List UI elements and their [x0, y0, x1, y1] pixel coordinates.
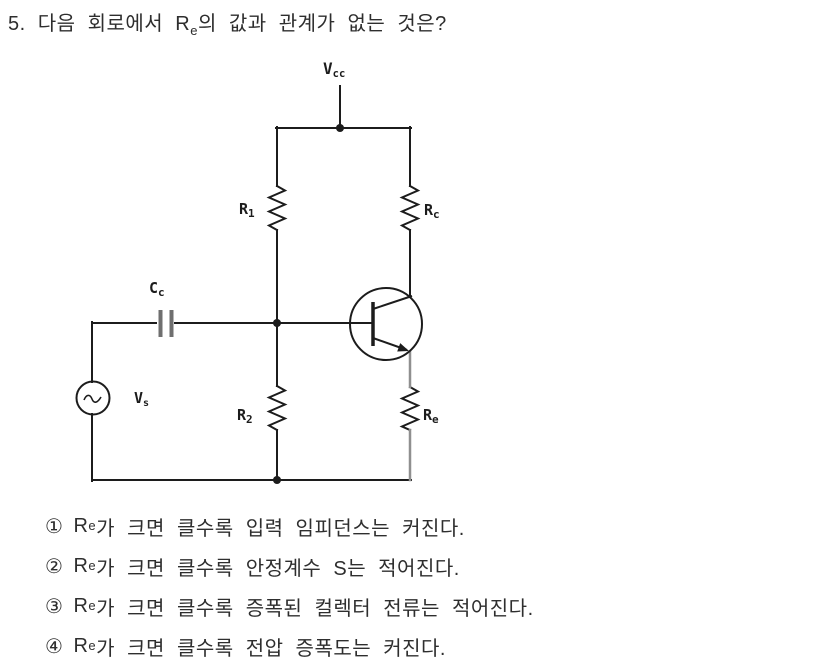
question-title: 5. 다음 회로에서 Re의 값과 관계가 없는 것은?	[8, 7, 447, 38]
transistor-collector-line	[372, 295, 413, 310]
option-2-number: ②	[45, 555, 64, 578]
resistor-r1	[266, 184, 288, 232]
emitter-arrow-icon	[397, 343, 409, 352]
circuit-labels: Vcc R1 Rc Cc Vs R2 Re	[134, 59, 440, 426]
label-vcc: Vcc	[323, 59, 345, 80]
question-title-post: 의 값과 관계가 없는 것은?	[197, 13, 447, 35]
question-title-pre: 5. 다음 회로에서 R	[8, 13, 191, 35]
source-circle	[75, 380, 111, 416]
question-title-sub: e	[190, 23, 198, 38]
resistor-rc	[399, 184, 421, 232]
label-r1: R1	[239, 200, 255, 220]
label-cc: Cc	[149, 279, 165, 299]
option-2-symbol: R	[73, 554, 89, 577]
option-3-symbol: R	[73, 594, 89, 617]
option-4-number: ④	[45, 635, 64, 658]
junction-dot-ground	[273, 476, 281, 484]
resistor-r2	[266, 384, 288, 432]
source-vs	[75, 380, 111, 416]
sine-wave-icon	[83, 394, 102, 403]
resistor-re	[399, 385, 421, 432]
label-re: Re	[423, 406, 439, 426]
junction-dot-base	[273, 319, 281, 327]
option-3-number: ③	[45, 595, 64, 618]
option-1-number: ①	[45, 515, 64, 538]
option-4-text: 가 크면 클수록 전압 증폭도는 커진다.	[96, 637, 446, 660]
transistor-circle	[349, 287, 423, 361]
label-vs: Vs	[134, 389, 149, 409]
option-2-text: 가 크면 클수록 안정계수 S는 적어진다.	[96, 557, 460, 580]
junction-dot-vcc	[336, 124, 344, 132]
option-1-symbol: R	[73, 514, 89, 537]
option-4-symbol: R	[73, 634, 89, 657]
wire-group	[91, 85, 421, 482]
label-r2: R2	[237, 406, 253, 426]
option-1-text: 가 크면 클수록 입력 임피던스는 커진다.	[96, 517, 465, 540]
capacitor-cc	[158, 310, 174, 337]
option-3-text: 가 크면 클수록 증폭된 컬렉터 전류는 적어진다.	[96, 597, 534, 620]
label-rc: Rc	[424, 201, 440, 221]
